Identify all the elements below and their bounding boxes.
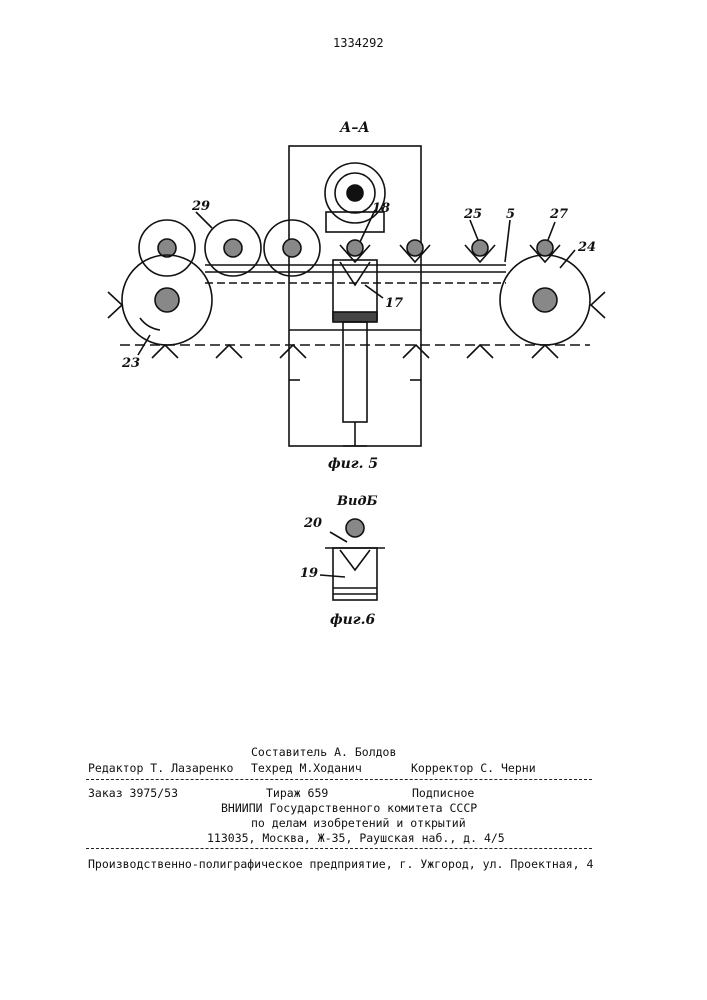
order: Заказ 3975/53: [88, 786, 178, 800]
callout-20: 20: [304, 516, 322, 531]
roller-29-group: [139, 220, 320, 276]
callout-18: 18: [372, 201, 390, 216]
subscription: Подписное: [412, 786, 474, 800]
view-label: ВидБ: [337, 494, 378, 509]
block-17: [333, 260, 377, 320]
callout-23: 23: [122, 356, 140, 371]
callout-24: 24: [578, 240, 596, 255]
org-line-2: по делам изобретений и открытий: [251, 816, 466, 830]
techred: Техред М.Ходанич: [251, 761, 362, 775]
corrector: Корректор С. Черни: [411, 761, 536, 775]
figure-6-caption: фиг.6: [330, 612, 375, 628]
divider-2: [86, 848, 592, 849]
editor: Редактор Т. Лазаренко: [88, 761, 233, 775]
callout-27: 27: [550, 207, 568, 222]
printer: Производственно-полиграфическое предприя…: [88, 857, 593, 871]
callout-19: 19: [300, 566, 318, 581]
circulation: Тираж 659: [266, 786, 328, 800]
divider-1: [86, 779, 592, 780]
callout-25: 25: [464, 207, 482, 222]
org-address: 113035, Москва, Ж-35, Раушская наб., д. …: [207, 831, 505, 845]
figure-5-caption: фиг. 5: [328, 456, 378, 472]
callout-5: 5: [506, 207, 515, 222]
org-line-1: ВНИИПИ Государственного комитета СССР: [221, 801, 477, 815]
figure-5-drawing: [0, 0, 707, 480]
callout-29: 29: [192, 199, 210, 214]
piston-rod: [343, 322, 367, 422]
compiler: Составитель А. Болдов: [251, 745, 396, 759]
section-label: А–А: [340, 120, 370, 136]
callout-17: 17: [385, 296, 403, 311]
